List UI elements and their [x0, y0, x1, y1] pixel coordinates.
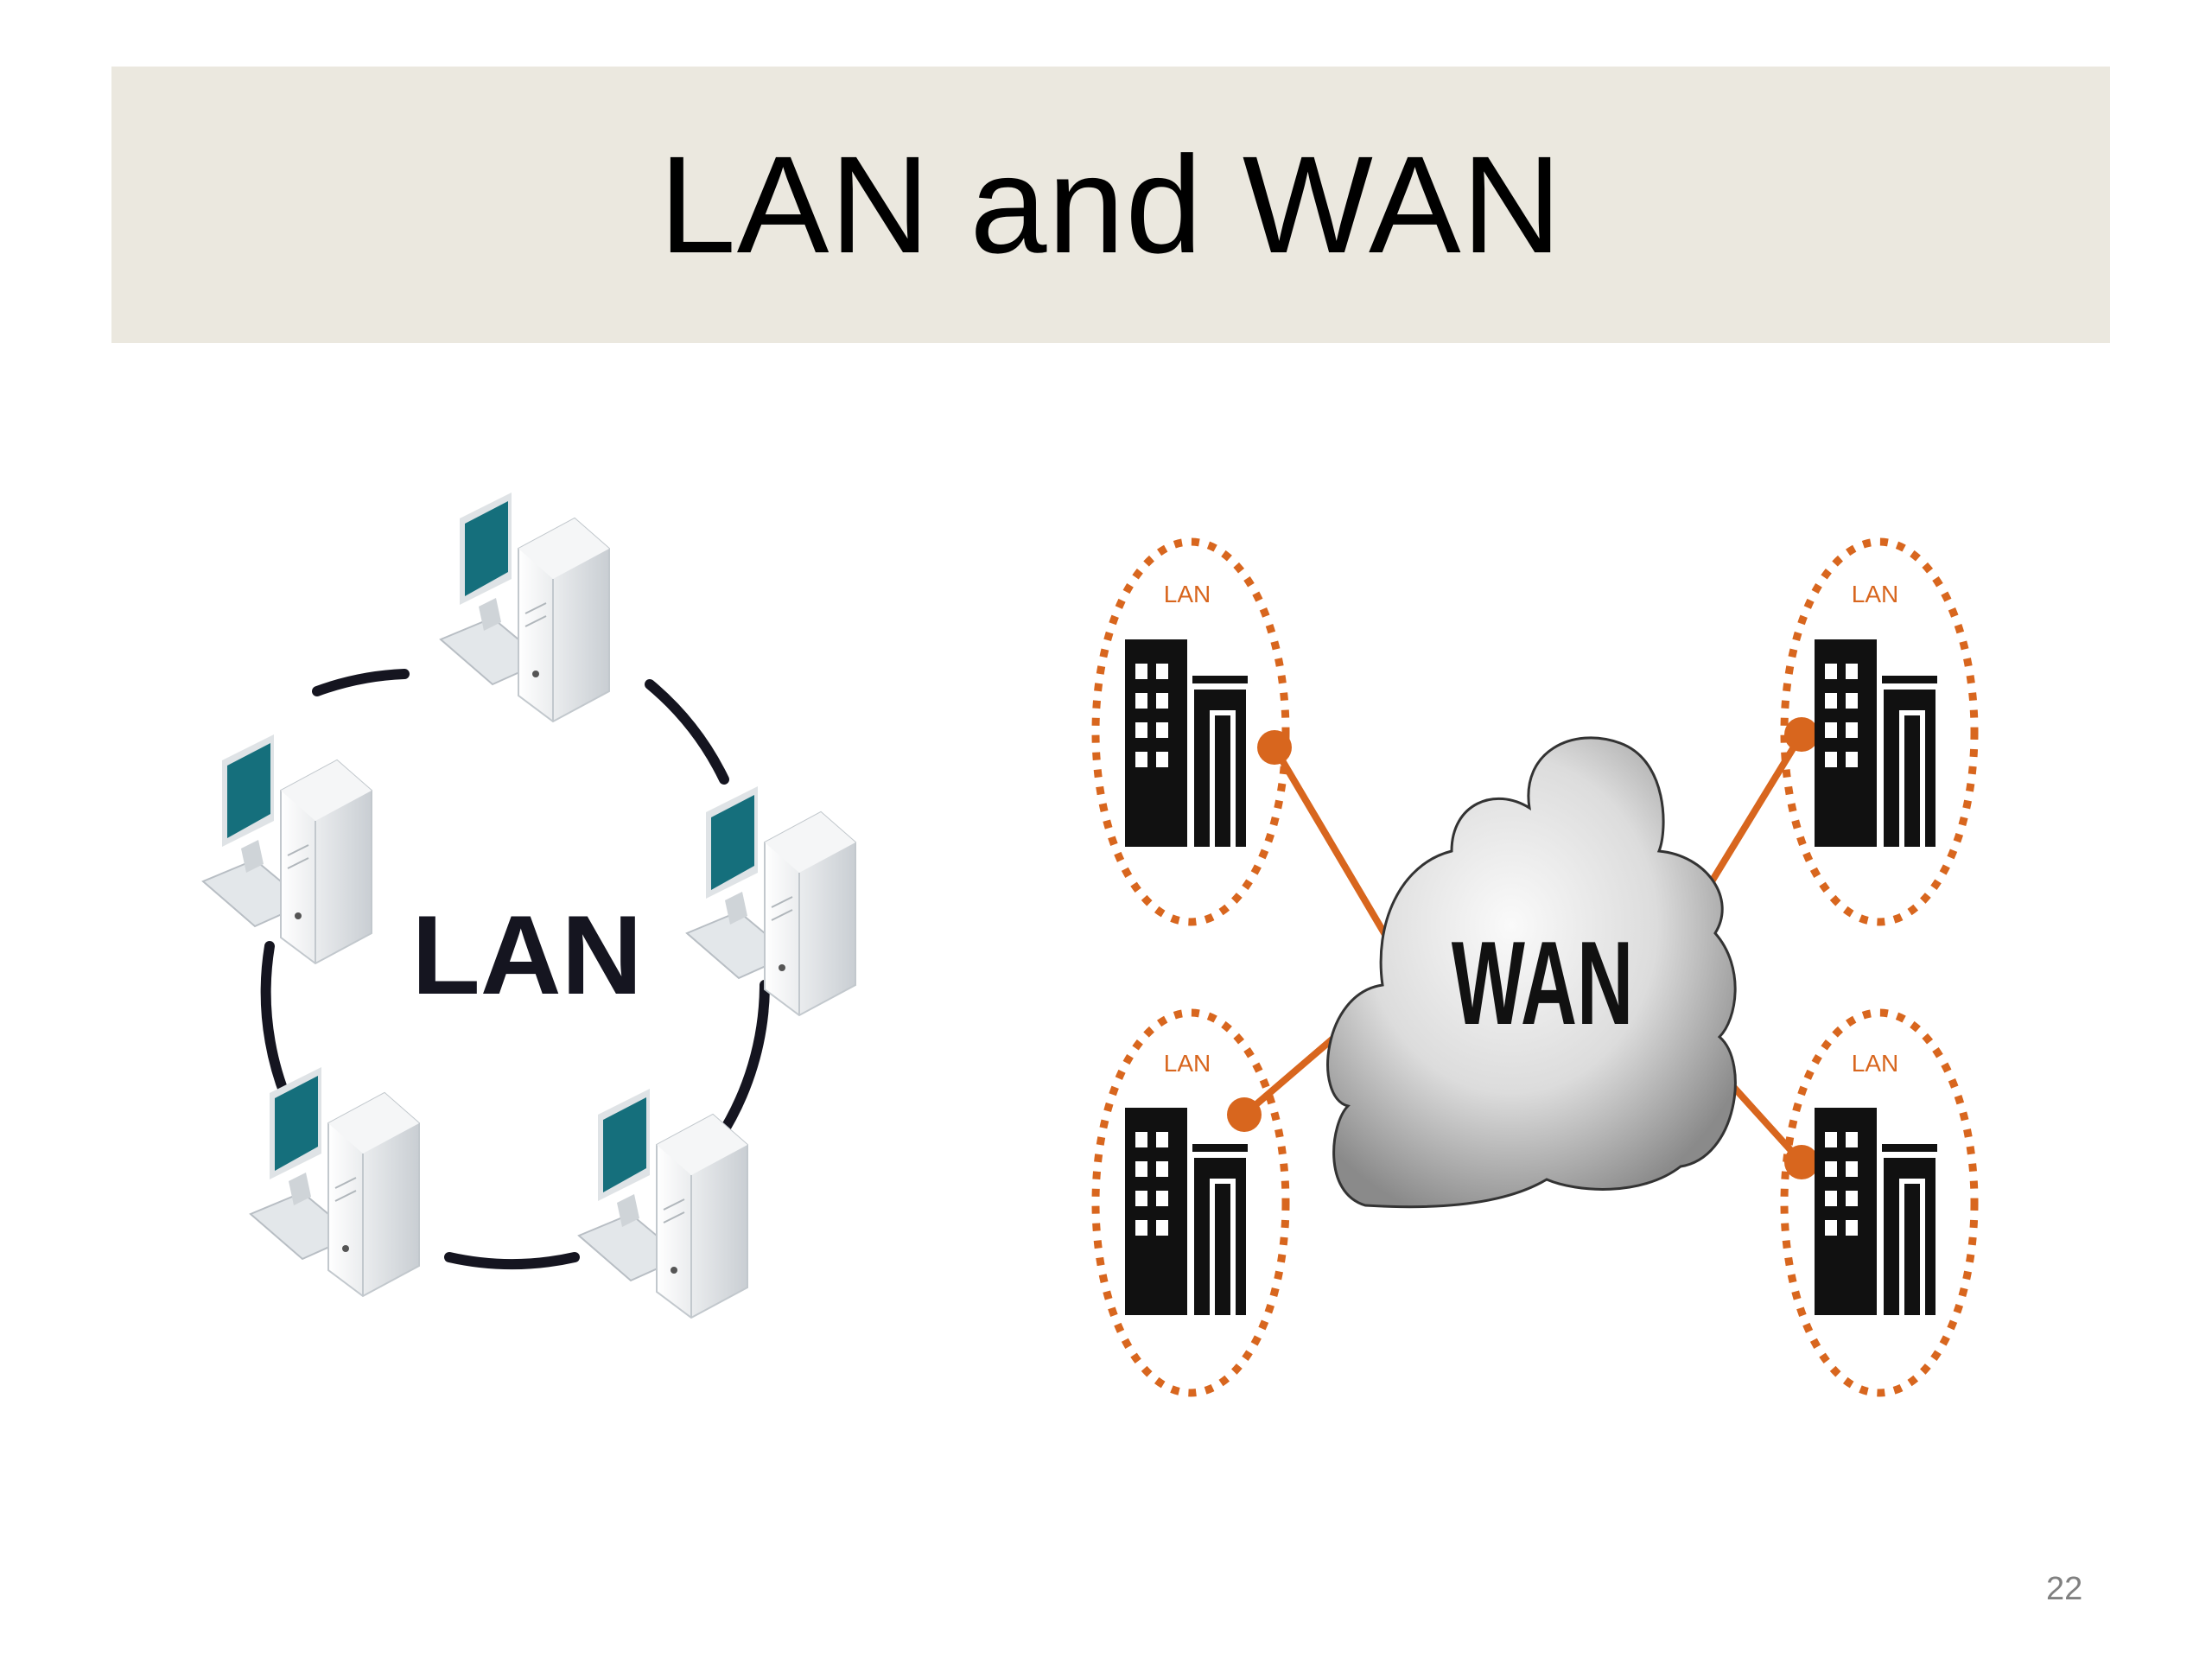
lan-site-top-right: LAN: [1780, 537, 1979, 926]
wan-diagram: WAN LAN LAN LAN LAN: [1091, 537, 1979, 1397]
building-icon: [1815, 1108, 1937, 1315]
lan-center-label: LAN: [411, 892, 642, 1018]
connector-dot: [1227, 1097, 1262, 1132]
site-label: LAN: [1164, 581, 1211, 607]
building-icon: [1125, 639, 1248, 847]
ring-segment: [444, 1252, 580, 1270]
ring-segment: [714, 980, 770, 1144]
site-boundary: [1780, 537, 1979, 926]
connector-line: [1703, 731, 1805, 893]
lan-site-top-left: LAN: [1091, 537, 1290, 926]
building-icon: [1125, 1108, 1248, 1315]
computer-icon: [440, 492, 610, 722]
connector-dot: [1784, 1145, 1819, 1179]
computer-icon: [250, 1066, 420, 1297]
site-boundary: [1780, 1008, 1979, 1397]
computer-icon: [202, 734, 372, 964]
lan-site-bottom-right: LAN: [1780, 1008, 1979, 1397]
connector-dot: [1784, 717, 1819, 752]
wan-cloud: [1326, 736, 1737, 1209]
lan-ring-diagram: LAN: [202, 492, 856, 1319]
site-label: LAN: [1852, 1050, 1898, 1077]
slide-title: LAN and WAN: [658, 127, 1563, 282]
ring-segment: [645, 679, 729, 785]
site-boundary: [1091, 1008, 1290, 1397]
connector-line: [1271, 744, 1390, 941]
lan-site-bottom-left: LAN: [1091, 1008, 1290, 1397]
title-bar: LAN and WAN: [111, 67, 2110, 343]
site-label: LAN: [1852, 581, 1898, 607]
page-number: 22: [2046, 1571, 2083, 1607]
wan-center-label: WAN: [1452, 917, 1633, 1050]
computer-icon: [578, 1088, 748, 1319]
site-label: LAN: [1164, 1050, 1211, 1077]
ring-segment: [312, 669, 410, 696]
connector-line: [1241, 1033, 1338, 1118]
computer-icon: [686, 785, 856, 1016]
building-icon: [1815, 639, 1937, 847]
site-boundary: [1091, 537, 1290, 926]
